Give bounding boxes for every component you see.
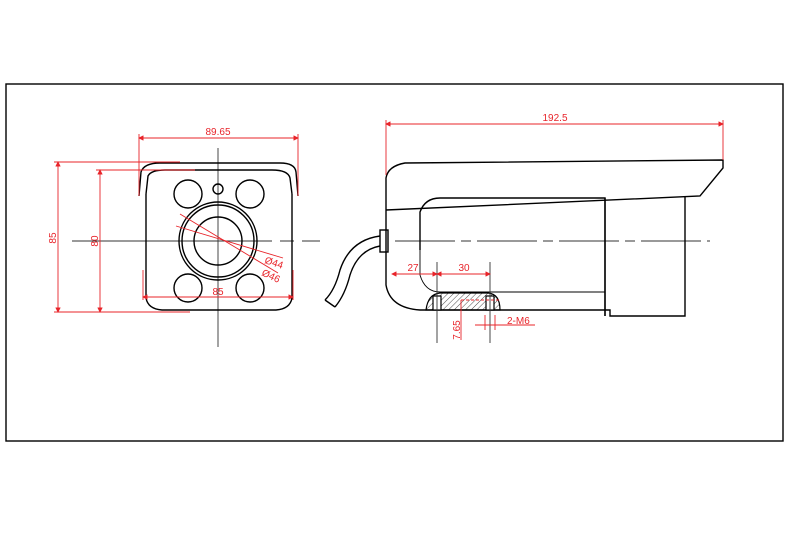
dim-offset-first-hole: 27 [407,263,419,274]
dim-height-outer: 85 [48,232,59,244]
dim-height-inner: 80 [90,235,101,247]
dim-mount-depth: 7.65 [452,320,463,340]
side-view: 192.5 27 30 7.65 2-M6 [324,113,724,343]
dim-hole-spacing: 30 [458,263,470,274]
drawing-frame [5,83,784,442]
dim-width-bottom: 85 [212,287,224,298]
dim-thread-spec: 2-M6 [507,316,530,327]
dim-width-top: 89.65 [205,127,230,138]
dim-length: 192.5 [542,113,567,124]
front-view: 89.65 85 80 85 Ø44 Ø46 [48,127,320,347]
